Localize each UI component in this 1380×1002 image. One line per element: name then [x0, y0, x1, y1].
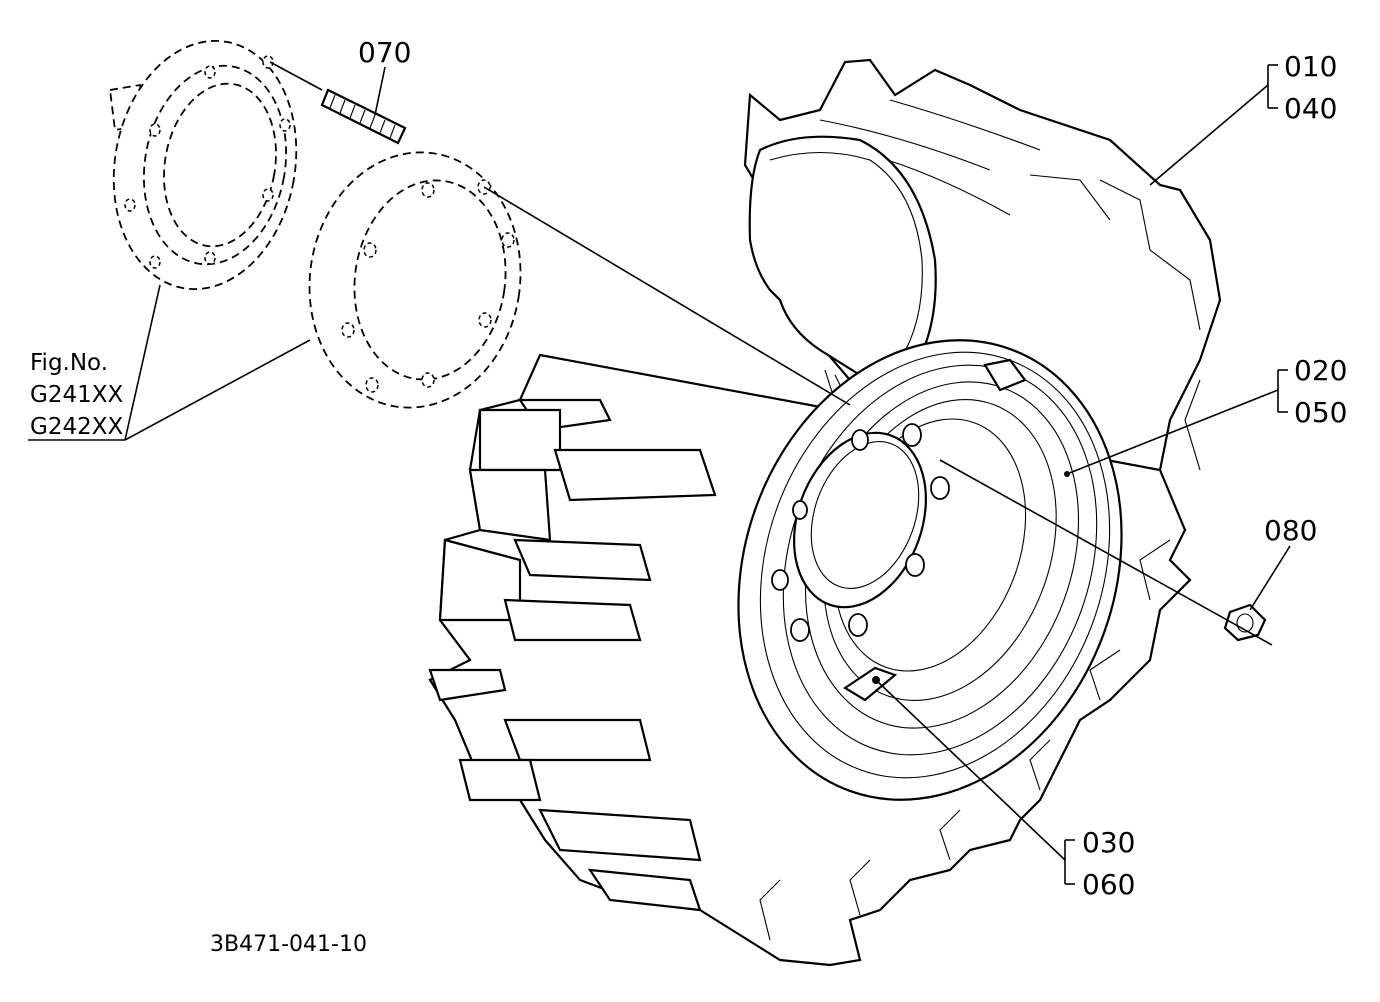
axle-flange [108, 40, 298, 290]
figure-reference: Fig.No. G241XX G242XX [30, 350, 123, 440]
rim-valve [983, 358, 1027, 392]
figure-ref-2: G242XX [30, 414, 123, 440]
part-labels: 010 040 020 050 030 060 070 080 [358, 36, 1347, 901]
label-020: 020 [1294, 354, 1347, 387]
figure-ref-1: G241XX [30, 382, 123, 408]
spacer-disc [308, 151, 522, 409]
label-010: 010 [1284, 50, 1337, 83]
label-040: 040 [1284, 92, 1337, 125]
wheel-nut [1223, 603, 1267, 642]
leader-lines [28, 61, 1291, 885]
label-050: 050 [1294, 396, 1347, 429]
stud-bolt [320, 88, 407, 145]
label-080: 080 [1264, 514, 1317, 547]
label-060: 060 [1082, 868, 1135, 901]
label-030: 030 [1082, 826, 1135, 859]
figure-ref-label: Fig.No. [30, 350, 108, 376]
label-070: 070 [358, 36, 411, 69]
drawing-number: 3B471-041-10 [210, 932, 367, 957]
rim-bolt-holes [771, 423, 950, 642]
valve-stem [842, 666, 898, 702]
wheel-rim [737, 339, 1123, 801]
